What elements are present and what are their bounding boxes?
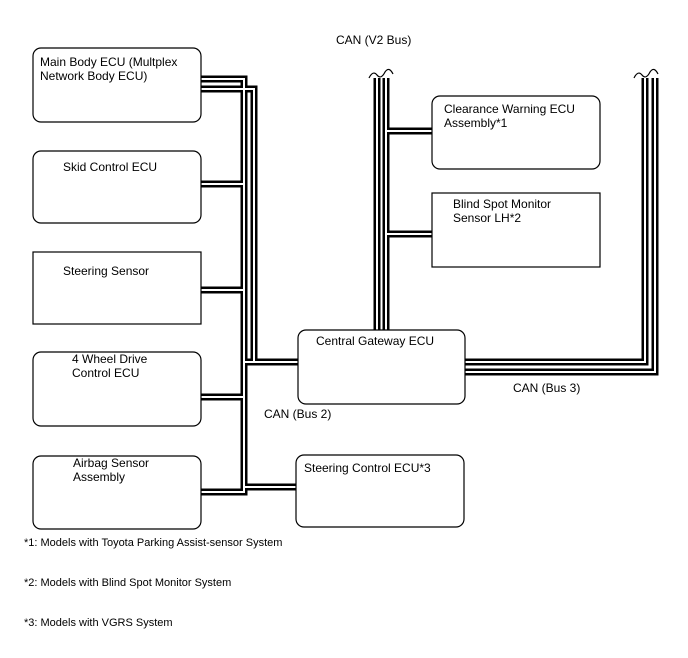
blind-spot-monitor-sensor-lh: Blind Spot Monitor Sensor LH*2	[431, 192, 601, 268]
clearance-warning-ecu-assembly-label: Clearance Warning ECU Assembly*1	[444, 102, 578, 130]
blind-spot-monitor-sensor-lh-label: Blind Spot Monitor Sensor LH*2	[453, 197, 554, 225]
can-v2-bus-label: CAN (V2 Bus)	[336, 33, 411, 47]
main-body-ecu-label: Main Body ECU (Multplex Network Body ECU…	[40, 55, 181, 83]
can-bus-3-wiring	[465, 68, 659, 376]
footnote-3: *3: Models with VGRS System	[24, 617, 173, 629]
steering-sensor: Steering Sensor	[32, 251, 202, 325]
airbag-sensor-assembly-label: Airbag Sensor Assembly	[73, 456, 152, 484]
steering-control-ecu-label: Steering Control ECU*3	[304, 461, 431, 475]
airbag-sensor-assembly: Airbag Sensor Assembly	[32, 455, 202, 530]
steering-sensor-label: Steering Sensor	[63, 264, 149, 278]
skid-control-ecu: Skid Control ECU	[32, 150, 202, 224]
can-bus-2-wiring	[201, 75, 298, 496]
can-bus-2-label: CAN (Bus 2)	[264, 407, 331, 421]
central-gateway-ecu: Central Gateway ECU	[297, 329, 466, 405]
footnote-1: *1: Models with Toyota Parking Assist-se…	[24, 537, 283, 549]
steering-control-ecu: Steering Control ECU*3	[295, 454, 465, 528]
four-wheel-drive-control-ecu: 4 Wheel Drive Control ECU	[32, 351, 202, 427]
clearance-warning-ecu-assembly: Clearance Warning ECU Assembly*1	[431, 95, 601, 170]
skid-control-ecu-label: Skid Control ECU	[63, 160, 157, 174]
main-body-ecu: Main Body ECU (Multplex Network Body ECU…	[32, 47, 202, 123]
can-bus-3-label: CAN (Bus 3)	[513, 381, 580, 395]
footnote-2: *2: Models with Blind Spot Monitor Syste…	[24, 577, 232, 589]
four-wheel-drive-control-ecu-label: 4 Wheel Drive Control ECU	[72, 352, 151, 380]
can-v2-bus-wiring	[368, 68, 432, 330]
central-gateway-ecu-label: Central Gateway ECU	[316, 334, 434, 348]
